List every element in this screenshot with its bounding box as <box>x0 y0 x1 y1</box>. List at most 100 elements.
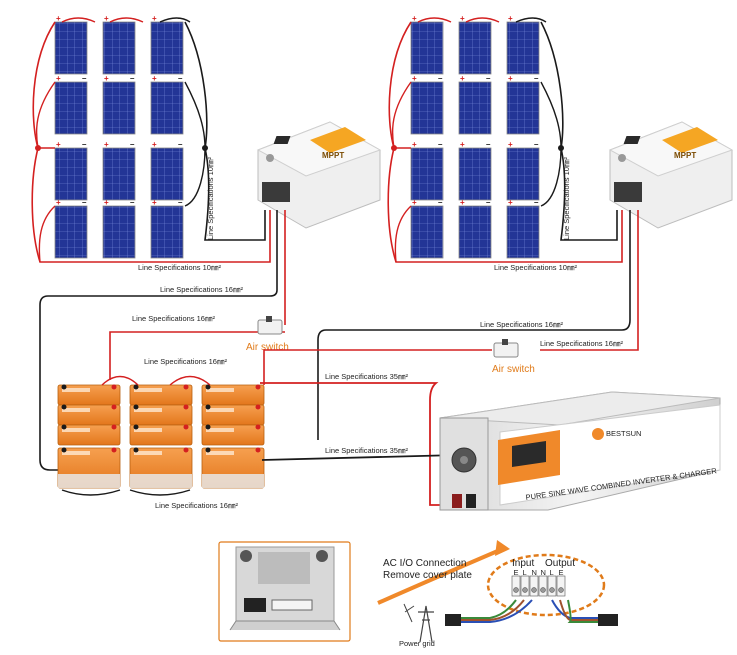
ac-terminal-letter: L <box>550 568 554 577</box>
solar-panel: +– <box>54 14 88 75</box>
minus-sign-icon: – <box>178 74 183 83</box>
plus-sign-icon: + <box>508 74 513 83</box>
plus-sign-icon: + <box>56 140 61 149</box>
battery <box>57 404 121 426</box>
wire-right-positive <box>263 210 639 385</box>
solar-panel: +– <box>54 198 88 259</box>
solar-panel: +– <box>54 74 88 135</box>
minus-sign-icon: – <box>438 140 443 149</box>
label-left-vertical-10mm: Line Specifications 10㎜² <box>206 157 215 240</box>
plus-sign-icon: + <box>412 74 417 83</box>
ac-terminal: L <box>520 568 530 597</box>
minus-sign-icon: – <box>486 74 491 83</box>
plus-sign-icon: + <box>412 140 417 149</box>
battery <box>129 384 193 406</box>
mppt-controller-left: MPPT <box>256 121 382 229</box>
red-junction-dot <box>35 145 41 151</box>
ac-io-callout: AC I/O Connection Remove cover plate Inp… <box>377 540 618 648</box>
plus-sign-icon: + <box>412 198 417 207</box>
ac-terminal-letter: E <box>559 568 564 577</box>
label-inverter-negative-35mm: Line Specifications 35㎜² <box>325 446 408 455</box>
solar-array-right: +–+–+–+–+–+–+–+–+–+–+–+– MPPT Line Speci… <box>387 14 734 272</box>
battery <box>57 384 121 406</box>
solar-array-left: +–+–+–+–+–+–+–+–+–+–+–+– MPPT Line Speci… <box>31 14 382 272</box>
plus-sign-icon: + <box>56 198 61 207</box>
solar-panel: +– <box>410 198 444 259</box>
plus-sign-icon: + <box>152 140 157 149</box>
label-inverter-positive-35mm: Line Specifications 35㎜² <box>325 372 408 381</box>
solar-panel: +– <box>102 74 136 135</box>
power-tower-icon <box>403 603 434 643</box>
solar-panel: +– <box>458 74 492 135</box>
solar-panel: +– <box>150 14 184 75</box>
plus-sign-icon: + <box>412 14 417 23</box>
label-battery-top-16mm: Line Specifications 16㎜² <box>144 357 227 366</box>
minus-sign-icon: – <box>534 140 539 149</box>
ac-terminal: N <box>538 568 548 597</box>
ac-terminal: L <box>547 568 557 597</box>
mppt-controller-right: MPPT <box>608 121 734 229</box>
battery <box>129 404 193 426</box>
plus-sign-icon: + <box>508 198 513 207</box>
inverter-rear-photo <box>218 541 351 642</box>
battery <box>57 447 121 489</box>
plus-sign-icon: + <box>56 74 61 83</box>
battery <box>129 424 193 446</box>
inverter-logo-icon <box>592 428 604 440</box>
air-switch-left-label: Air switch <box>246 342 289 353</box>
label-battery-bottom-16mm: Line Specifications 16㎜² <box>155 501 238 510</box>
minus-sign-icon: – <box>534 198 539 207</box>
ac-terminal-letter: E <box>514 568 519 577</box>
solar-panel: +– <box>102 198 136 259</box>
plus-sign-icon: + <box>104 198 109 207</box>
ac-terminal: E <box>556 568 566 597</box>
mppt-label-right: MPPT <box>674 151 696 160</box>
minus-sign-icon: – <box>178 198 183 207</box>
minus-sign-icon: – <box>130 74 135 83</box>
label-left-controller-16mm: Line Specifications 16㎜² <box>160 285 243 294</box>
label-right-bottom-10mm: Line Specifications 10㎜² <box>494 263 577 272</box>
ac-io-title-line1: AC I/O Connection <box>383 558 466 569</box>
minus-sign-icon: – <box>130 198 135 207</box>
plus-sign-icon: + <box>508 140 513 149</box>
label-right-breaker-16mm: Line Specifications 16㎜² <box>540 339 623 348</box>
solar-panel: +– <box>150 74 184 135</box>
minus-sign-icon: – <box>178 140 183 149</box>
solar-panel: +– <box>150 140 184 201</box>
label-left-bottom-10mm: Line Specifications 10㎜² <box>138 263 221 272</box>
label-left-breaker-16mm: Line Specifications 16㎜² <box>132 314 215 323</box>
solar-panel: +– <box>150 198 184 259</box>
battery <box>201 424 265 446</box>
battery <box>129 447 193 489</box>
solar-panels-left: +–+–+–+–+–+–+–+–+–+–+–+– <box>54 14 184 259</box>
solar-panel: +– <box>410 14 444 75</box>
minus-sign-icon: – <box>130 140 135 149</box>
air-switch-left <box>257 316 283 335</box>
plus-sign-icon: + <box>152 14 157 23</box>
minus-sign-icon: – <box>82 198 87 207</box>
battery <box>201 447 265 489</box>
plus-sign-icon: + <box>152 74 157 83</box>
minus-sign-icon: – <box>82 74 87 83</box>
mppt-label-left: MPPT <box>322 151 344 160</box>
inverter-display <box>512 441 546 467</box>
battery <box>57 424 121 446</box>
power-grid-label: Power grid <box>399 639 435 648</box>
plus-sign-icon: + <box>460 74 465 83</box>
black-junction-dot <box>202 145 208 151</box>
minus-sign-icon: – <box>486 140 491 149</box>
mppt-terminals-left <box>262 182 290 202</box>
ac-input-label: Input <box>512 558 534 569</box>
input-plug-icon <box>445 614 461 626</box>
solar-panel: +– <box>506 198 540 259</box>
plus-sign-icon: + <box>56 14 61 23</box>
plus-sign-icon: + <box>104 74 109 83</box>
ac-terminal-letter: N <box>532 568 537 577</box>
solar-panel: +– <box>458 198 492 259</box>
plus-sign-icon: + <box>508 14 513 23</box>
ac-terminal: N <box>529 568 539 597</box>
solar-panel: +– <box>102 140 136 201</box>
battery <box>201 404 265 426</box>
